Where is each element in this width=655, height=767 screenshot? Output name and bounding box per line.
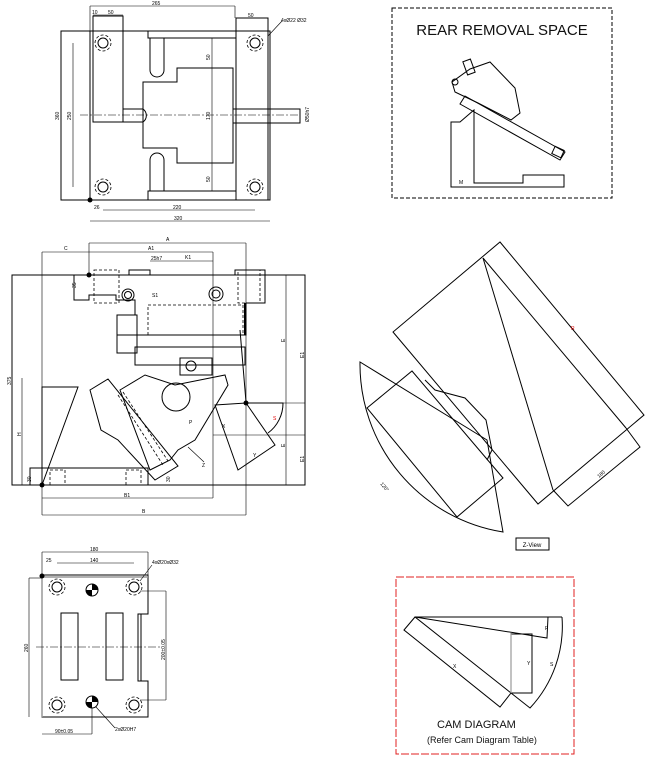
dim-a: A xyxy=(166,237,170,243)
left-clamp xyxy=(92,15,124,123)
cam-diagram-panel: X Y S F CAM DIAGRAM (Refer Cam Diagram T… xyxy=(395,576,575,755)
dim-e1-lower: E1 xyxy=(300,456,306,462)
dim-y: Y xyxy=(253,453,257,459)
dim-z: Z xyxy=(202,463,205,469)
dim-30-left: 30 xyxy=(27,476,33,482)
center-block xyxy=(142,67,234,164)
base-plate-outline xyxy=(60,30,271,201)
dim-r: R xyxy=(571,326,575,332)
dim-50-right: 50 xyxy=(248,13,254,19)
dim-e-lower: E xyxy=(281,443,287,447)
dim-holes: 4xØ20xØ32 xyxy=(152,560,179,566)
dim-170: 170 xyxy=(206,111,212,120)
dim-220: 220 xyxy=(173,205,182,211)
top-view: 265 10 50 50 4xØ22 Ø32 50 170 50 Ø50h7 3… xyxy=(55,1,311,222)
dim-key: 25h7 xyxy=(151,256,162,262)
dim-s1: S1 xyxy=(152,293,158,299)
locating-pin-icon xyxy=(85,583,99,709)
dim-50-lower: 50 xyxy=(206,176,212,182)
front-view: A C A1 K1 25h7 S1 35 375 H 30 30 E E E1 … xyxy=(7,237,306,516)
dim-180: 180 xyxy=(596,469,606,479)
dim-angle: 120° xyxy=(378,481,389,493)
dim-200: 200±0.05 xyxy=(161,639,167,660)
dim-pins: 2xØ20H7 xyxy=(115,727,136,733)
dim-320: 320 xyxy=(174,216,183,222)
dim-c: C xyxy=(64,246,68,252)
label-m: M xyxy=(459,180,463,186)
dim-x: X xyxy=(222,424,226,430)
dim-10: 10 xyxy=(92,10,98,16)
base-view: 180 140 25 4xØ20xØ32 260 200±0.05 90±0.0… xyxy=(24,547,179,735)
z-view-label: Z-View xyxy=(523,543,542,549)
dim-90: 90±0.05 xyxy=(55,729,73,735)
dim-holes: 4xØ22 Ø32 xyxy=(281,18,307,24)
dim-s: S xyxy=(273,416,277,422)
bolt-hole-icon xyxy=(94,34,264,196)
dim-25: 25 xyxy=(46,558,52,564)
dim-e1-upper: E1 xyxy=(300,352,306,358)
dim-a1: A1 xyxy=(148,246,154,252)
body-outline xyxy=(89,30,269,201)
rear-removal-panel: REAR REMOVAL SPACE M xyxy=(391,7,613,199)
dim-30-right: 30 xyxy=(166,476,172,482)
cam-diagram-subtitle: (Refer Cam Diagram Table) xyxy=(427,735,537,745)
dim-50-upper: 50 xyxy=(206,54,212,60)
dim-e-upper: E xyxy=(281,338,287,342)
shaft xyxy=(232,108,301,124)
dim-k1: K1 xyxy=(185,255,191,261)
dim-50-left: 50 xyxy=(108,10,114,16)
cam-f-label: F xyxy=(545,626,548,632)
cam-x-label: X xyxy=(453,664,457,670)
dim-140: 140 xyxy=(90,558,99,564)
dim-p: P xyxy=(189,420,193,426)
dim-180: 180 xyxy=(90,547,99,553)
dim-26: 26 xyxy=(94,205,100,211)
dim-b: B xyxy=(142,509,146,515)
cam-y-label: Y xyxy=(527,661,531,667)
dim-375: 375 xyxy=(7,376,13,385)
dim-35: 35 xyxy=(72,282,78,288)
dim-250: 250 xyxy=(67,111,73,120)
dim-shaft: Ø50h7 xyxy=(305,107,311,122)
dim-b1: B1 xyxy=(124,493,130,499)
dim-260: 260 xyxy=(24,643,30,652)
z-view: R 180 120° Z-View xyxy=(359,241,645,551)
bolt-hole-icon xyxy=(48,578,143,714)
rear-removal-title: REAR REMOVAL SPACE xyxy=(416,22,587,39)
cam-s-label: S xyxy=(550,662,554,668)
dim-360: 360 xyxy=(55,111,61,120)
cam-diagram-title: CAM DIAGRAM xyxy=(437,719,516,731)
dim-265: 265 xyxy=(152,1,161,7)
dim-h: H xyxy=(17,432,23,436)
